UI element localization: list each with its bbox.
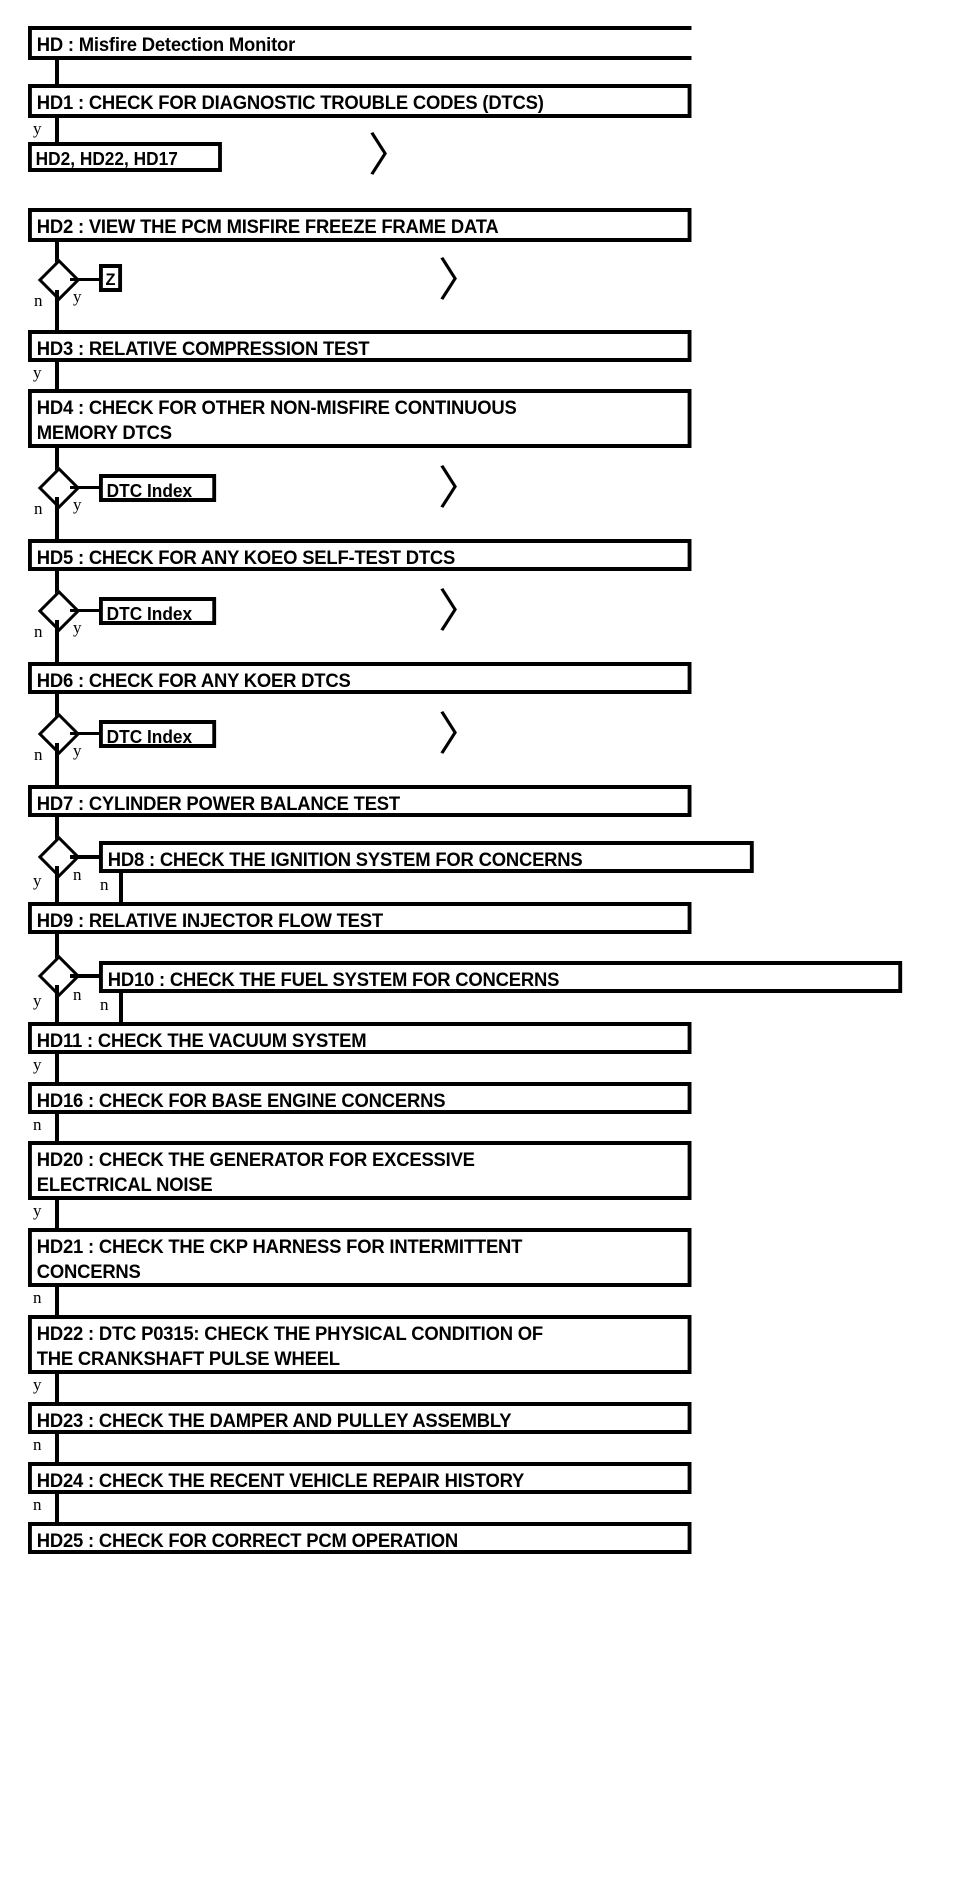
- node-HD22[interactable]: HD22 : DTC P0315: CHECK THE PHYSICAL CON…: [28, 1315, 692, 1374]
- branch-label-d5-n: n: [73, 865, 82, 884]
- connector-HD21-to-HD22: [55, 1287, 59, 1315]
- connector-d6-to-HD11: [55, 985, 59, 1022]
- connector-HD23-to-HD24: [55, 1434, 59, 1462]
- connector-HD8-n-to-HD9: [119, 873, 123, 902]
- node-HD4[interactable]: HD4 : CHECK FOR OTHER NON-MISFIRE CONTIN…: [28, 389, 692, 448]
- branch-label-hd1-y: y: [33, 119, 42, 138]
- node-HD1[interactable]: HD1 : CHECK FOR DIAGNOSTIC TROUBLE CODES…: [28, 84, 692, 118]
- node-HD11[interactable]: HD11 : CHECK THE VACUUM SYSTEM: [28, 1022, 692, 1054]
- node-HD21[interactable]: HD21 : CHECK THE CKP HARNESS FOR INTERMI…: [28, 1228, 692, 1287]
- connector-HD-to-HD1: [55, 60, 59, 86]
- branch-label-d3-y: y: [73, 618, 82, 637]
- connector-HD11-to-HD16: [55, 1054, 59, 1082]
- branch-label-hd22-y: y: [33, 1375, 42, 1394]
- branch-line-d2-y: [70, 486, 102, 489]
- branch-line-d5-n: [70, 855, 102, 859]
- connector-HD6-to-d4: [55, 694, 59, 719]
- branch-label-hd16-n: n: [33, 1115, 42, 1134]
- branch-line-d3-y: [70, 609, 102, 612]
- node-HD6[interactable]: HD6 : CHECK FOR ANY KOER DTCS: [28, 662, 692, 694]
- connector-HD5-to-d3: [55, 571, 59, 596]
- node-HD25[interactable]: HD25 : CHECK FOR CORRECT PCM OPERATION: [28, 1522, 692, 1554]
- connector-d4-to-HD7: [55, 743, 59, 786]
- branch-label-d1-n: n: [34, 291, 43, 310]
- branch-label-hd20-y: y: [33, 1201, 42, 1220]
- ref-box-Z[interactable]: Z: [99, 264, 123, 292]
- node-HD3[interactable]: HD3 : RELATIVE COMPRESSION TEST: [28, 330, 692, 362]
- connector-HD7-to-d5: [55, 817, 59, 842]
- connector-HD20-to-HD21: [55, 1200, 59, 1228]
- connector-HD1-to-REF1: [55, 118, 59, 144]
- ref-box-HD2-HD22-HD17[interactable]: HD2, HD22, HD17: [28, 142, 222, 172]
- node-HD[interactable]: HD : Misfire Detection Monitor: [28, 26, 692, 60]
- connector-d5-to-HD9: [55, 866, 59, 902]
- offpage-connector-icon-2: 〉: [438, 255, 484, 306]
- branch-label-d1-y: y: [73, 287, 82, 306]
- connector-d3-to-HD6: [55, 620, 59, 663]
- branch-label-hd3-y: y: [33, 363, 42, 382]
- node-HD8[interactable]: HD8 : CHECK THE IGNITION SYSTEM FOR CONC…: [99, 841, 754, 873]
- branch-label-hd24-n: n: [33, 1495, 42, 1514]
- branch-label-d3-n: n: [34, 622, 43, 641]
- connector-HD3-to-HD4: [55, 362, 59, 390]
- node-HD20[interactable]: HD20 : CHECK THE GENERATOR FOR EXCESSIVE…: [28, 1141, 692, 1200]
- node-HD2[interactable]: HD2 : VIEW THE PCM MISFIRE FREEZE FRAME …: [28, 208, 692, 242]
- branch-label-hd23-n: n: [33, 1435, 42, 1454]
- connector-HD2-to-d1: [55, 242, 59, 268]
- node-HD24[interactable]: HD24 : CHECK THE RECENT VEHICLE REPAIR H…: [28, 1462, 692, 1494]
- node-HD16[interactable]: HD16 : CHECK FOR BASE ENGINE CONCERNS: [28, 1082, 692, 1114]
- branch-label-d4-n: n: [34, 745, 43, 764]
- offpage-connector-icon-4: 〉: [438, 586, 484, 637]
- connector-d1-to-HD3: [55, 290, 59, 331]
- branch-line-d6-n: [70, 974, 102, 978]
- ref-box-dtc-index-1[interactable]: DTC Index: [99, 474, 217, 502]
- connector-HD4-to-d2: [55, 448, 59, 471]
- connector-HD10-n-to-HD11: [119, 993, 123, 1022]
- branch-line-d1-y: [70, 278, 102, 281]
- node-HD7[interactable]: HD7 : CYLINDER POWER BALANCE TEST: [28, 785, 692, 817]
- branch-label-d6-n: n: [73, 985, 82, 1004]
- branch-label-d5-y: y: [33, 871, 42, 890]
- connector-HD9-to-d6: [55, 934, 59, 960]
- ref-box-dtc-index-3[interactable]: DTC Index: [99, 720, 217, 748]
- branch-label-hd8-n: n: [100, 875, 109, 894]
- branch-label-d2-y: y: [73, 495, 82, 514]
- branch-label-d2-n: n: [34, 499, 43, 518]
- branch-label-hd11-y: y: [33, 1055, 42, 1074]
- branch-line-d4-y: [70, 732, 102, 735]
- node-HD9[interactable]: HD9 : RELATIVE INJECTOR FLOW TEST: [28, 902, 692, 934]
- offpage-connector-icon-1: 〉: [368, 130, 414, 181]
- offpage-connector-icon-3: 〉: [438, 463, 484, 514]
- node-HD5[interactable]: HD5 : CHECK FOR ANY KOEO SELF-TEST DTCS: [28, 539, 692, 571]
- offpage-connector-icon-5: 〉: [438, 709, 484, 760]
- branch-label-d4-y: y: [73, 741, 82, 760]
- connector-HD24-to-HD25: [55, 1494, 59, 1522]
- connector-HD22-to-HD23: [55, 1374, 59, 1402]
- node-HD10[interactable]: HD10 : CHECK THE FUEL SYSTEM FOR CONCERN…: [99, 961, 903, 993]
- node-HD23[interactable]: HD23 : CHECK THE DAMPER AND PULLEY ASSEM…: [28, 1402, 692, 1434]
- branch-label-hd10-n: n: [100, 995, 109, 1014]
- branch-label-hd21-n: n: [33, 1288, 42, 1307]
- ref-box-dtc-index-2[interactable]: DTC Index: [99, 597, 217, 625]
- connector-HD16-to-HD20: [55, 1114, 59, 1142]
- connector-d2-to-HD5: [55, 497, 59, 540]
- branch-label-d6-y: y: [33, 991, 42, 1010]
